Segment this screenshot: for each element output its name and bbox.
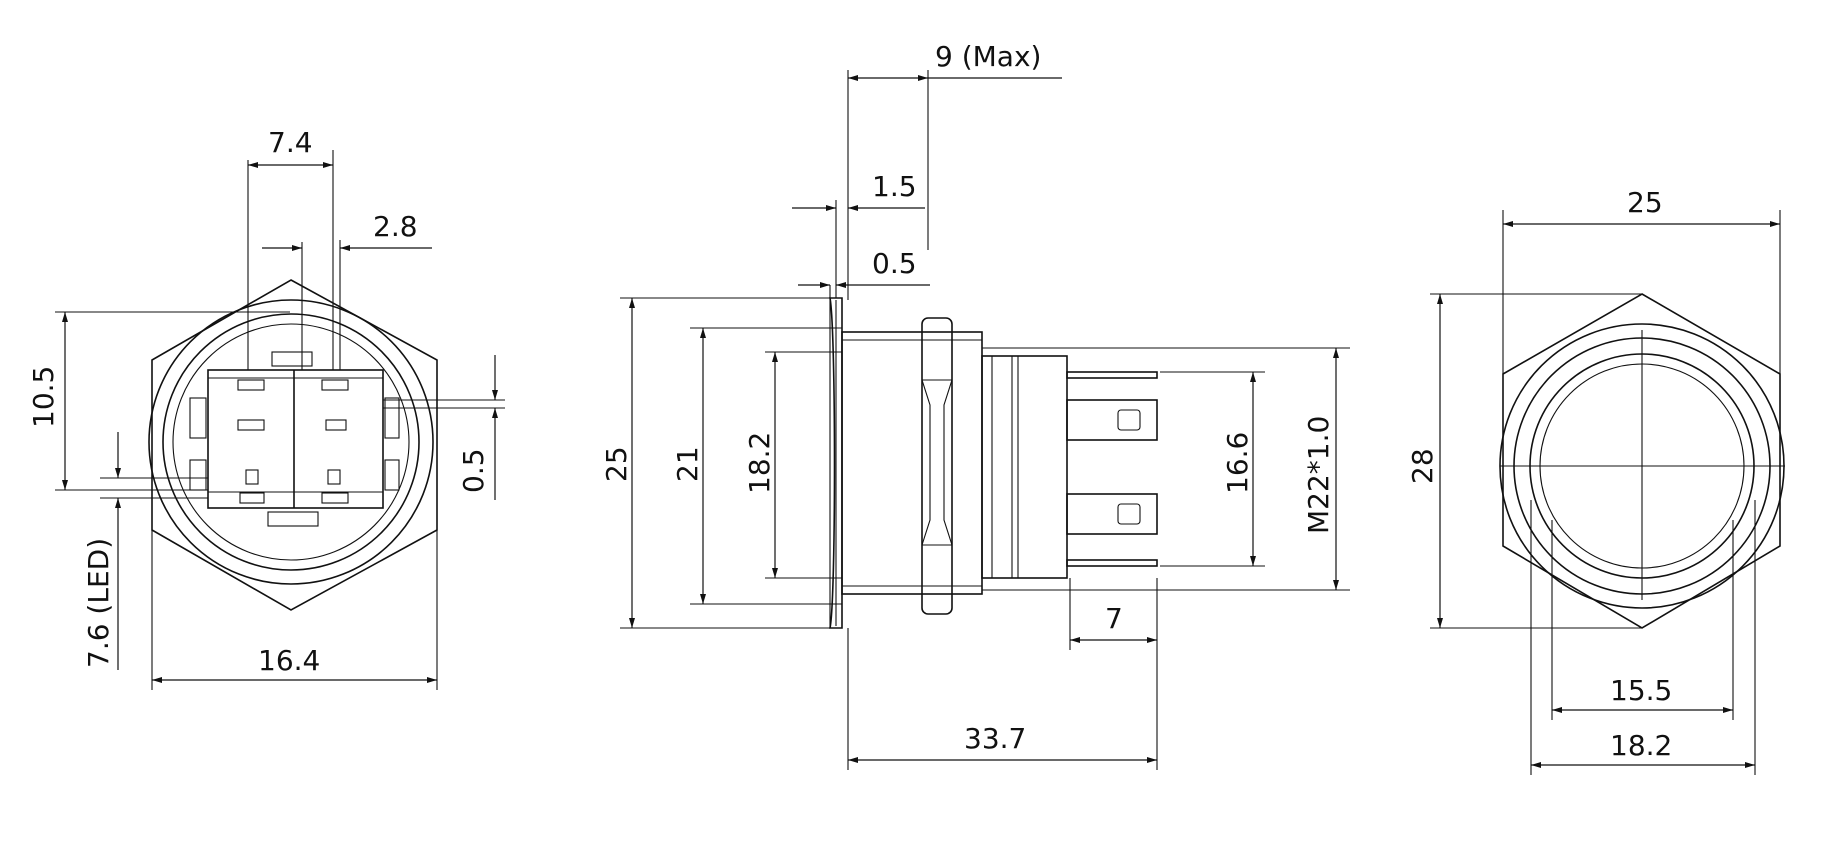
rear-view: 25 28 15.5 18.2 — [1406, 186, 1785, 775]
side-terminal-label: 7 — [1105, 602, 1123, 635]
front-top-width-label: 7.4 — [268, 126, 313, 159]
rear-height-label: 28 — [1406, 448, 1439, 484]
side-view: 9 (Max) 1.5 0.5 25 21 18.2 16.6 M22*1.0 … — [600, 40, 1350, 770]
rear-outer-label: 18.2 — [1610, 729, 1672, 762]
side-bezel-label: 1.5 — [872, 170, 917, 203]
side-21-label: 21 — [671, 446, 704, 482]
side-max-label: 9 (Max) — [935, 40, 1041, 73]
side-25-label: 25 — [600, 446, 633, 482]
side-length-label: 33.7 — [964, 722, 1026, 755]
rear-width-label: 25 — [1627, 186, 1663, 219]
front-gap-label: 0.5 — [457, 448, 490, 493]
side-18-2-label: 18.2 — [743, 432, 776, 494]
front-height-label: 10.5 — [27, 366, 60, 428]
side-flange-label: 0.5 — [872, 247, 917, 280]
front-view: 7.4 2.8 10.5 0.5 7.6 (LED) 16.4 — [27, 126, 505, 690]
rear-inner-label: 15.5 — [1610, 674, 1672, 707]
front-pin-offset-label: 2.8 — [373, 210, 418, 243]
side-16-6-label: 16.6 — [1221, 432, 1254, 494]
front-body-width-label: 16.4 — [258, 644, 320, 677]
side-thread-label: M22*1.0 — [1302, 416, 1335, 534]
front-led-label: 7.6 (LED) — [82, 538, 115, 668]
